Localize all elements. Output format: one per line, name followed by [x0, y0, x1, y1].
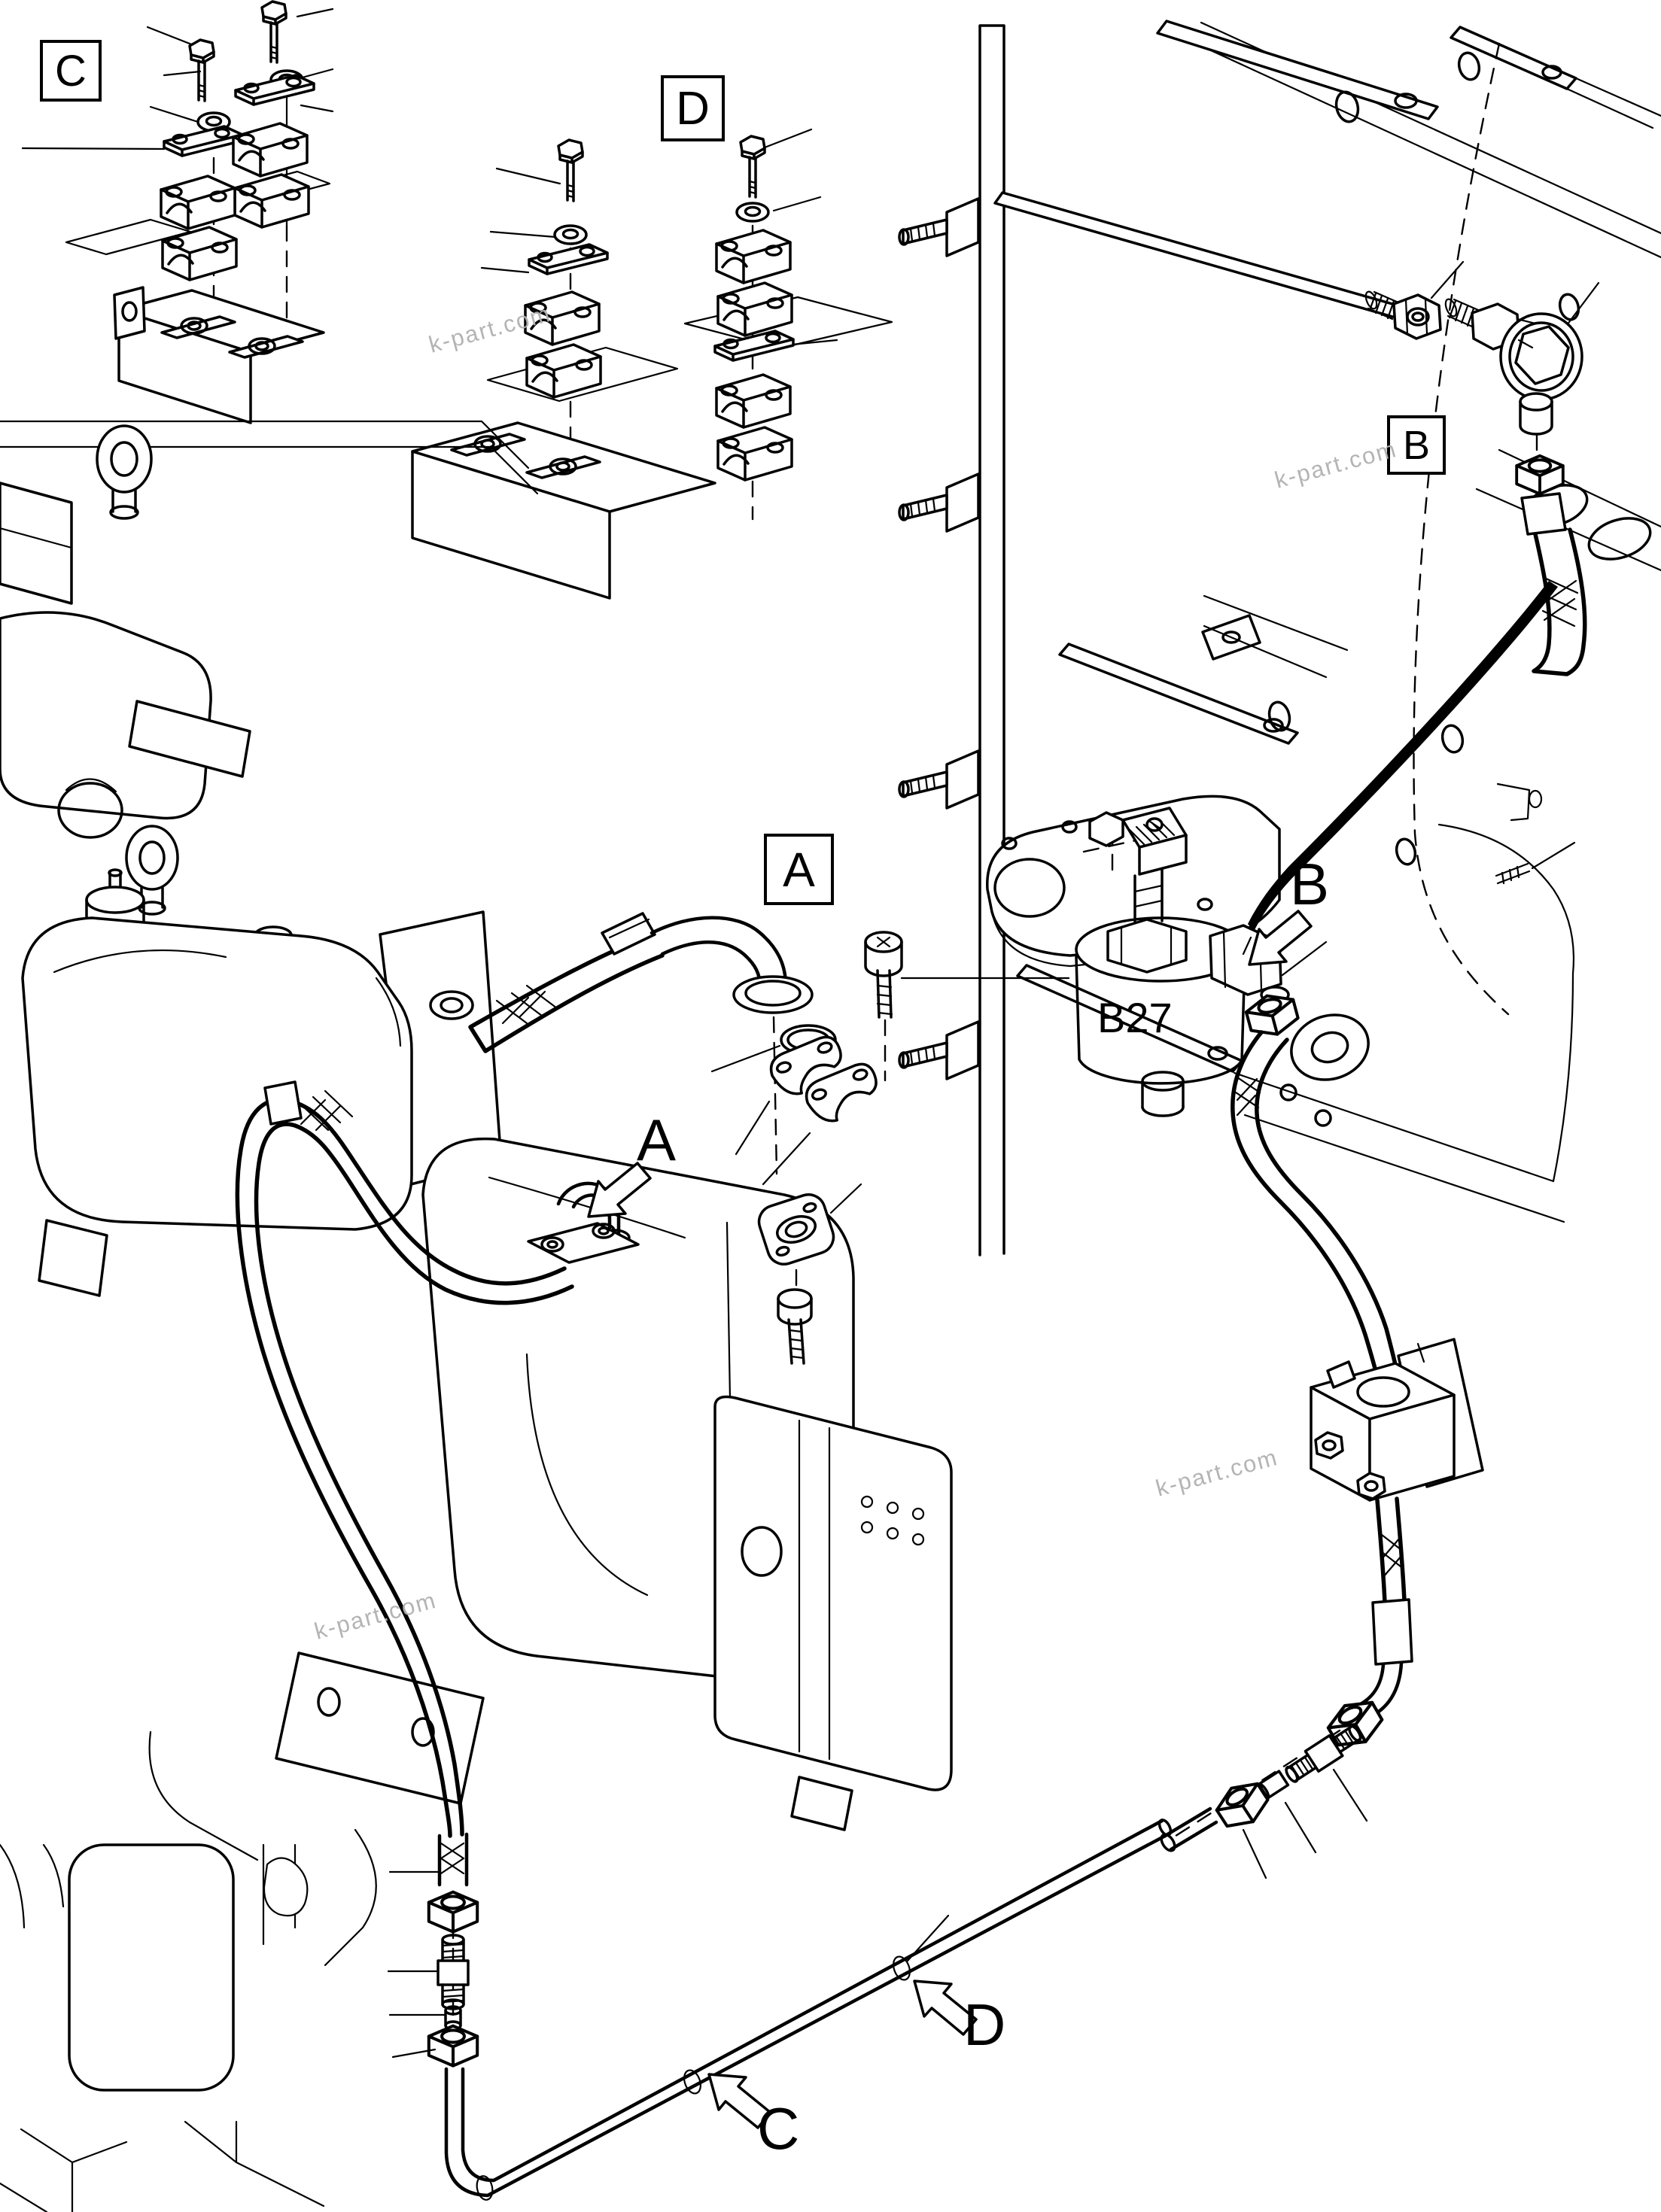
- callout-arrows: [587, 910, 1313, 2129]
- frame-stud-clamp: [898, 197, 980, 257]
- solenoid-valve: [1088, 807, 1188, 974]
- clamp-half: [716, 426, 793, 482]
- clamp-half: [160, 175, 236, 230]
- socket-head-bolt: [864, 931, 1070, 1082]
- bolt: [557, 138, 584, 202]
- detail-box-d-label: D: [676, 82, 710, 135]
- flange-adapter: [757, 1193, 835, 1266]
- part-label-b27: B27: [1097, 994, 1173, 1041]
- detail-box-b: B: [1387, 415, 1446, 475]
- washer: [735, 202, 770, 223]
- engine-lower-left: [0, 1843, 325, 2212]
- split-flange-half: [799, 1059, 886, 1129]
- clamp-half: [233, 173, 310, 229]
- clamp-bracket: [411, 421, 716, 600]
- bolt: [188, 38, 215, 102]
- frame-stud-clamp: [898, 749, 980, 810]
- callout-arrow-c: [707, 2073, 772, 2129]
- filter-b27-assembly: [986, 581, 1558, 1414]
- detail-box-c: C: [40, 40, 102, 102]
- clamp-bracket: [113, 286, 325, 424]
- threaded-adapter: [437, 1934, 470, 2010]
- clamp-half: [715, 229, 792, 284]
- pipe-nut: [429, 2026, 477, 2066]
- callout-letter-d: D: [963, 1992, 1006, 2058]
- bolt: [739, 135, 766, 199]
- plug-fitting: [1364, 290, 1442, 340]
- drain-pipe-run: [387, 1819, 1173, 2201]
- detail-box-b-label: B: [1402, 422, 1431, 468]
- socket-head-bolt: [777, 1269, 813, 1365]
- detail-box-c-label: C: [55, 46, 87, 96]
- elbow-fitting: [1444, 298, 1583, 436]
- hose-nut: [1515, 454, 1565, 496]
- clamp-half: [232, 122, 309, 178]
- clamp-cover-plate: [234, 74, 315, 106]
- callout-arrow-d: [913, 1980, 978, 2036]
- washer: [553, 224, 588, 245]
- detail-c-exploded-assembly: [21, 0, 334, 424]
- detail-box-d: D: [661, 75, 725, 141]
- callout-arrow-a: [587, 1162, 652, 1218]
- clamp-half: [715, 373, 792, 429]
- callout-letter-c: C: [757, 2095, 800, 2162]
- pipe-clamp-ring: [476, 2175, 494, 2201]
- detail-b-fitting-assembly: [1364, 260, 1600, 676]
- clamp-half: [161, 226, 238, 281]
- callout-letter-b: B: [1290, 851, 1330, 917]
- clamp-cover-plate: [528, 243, 609, 275]
- detail-box-a: A: [764, 834, 834, 905]
- pipe-clamp-ring: [683, 2069, 701, 2095]
- pipe-clamp-block: [1160, 1338, 1484, 1879]
- hose-nut: [429, 1892, 477, 1932]
- detail-d-exploded-assembly: [411, 128, 893, 600]
- detail-a-exploded-assembly: [468, 912, 1070, 1365]
- pump-assembly: [0, 420, 953, 2212]
- clamp-half: [716, 281, 793, 337]
- frame-stud-clamp: [898, 1020, 980, 1080]
- threaded-adapter: [1285, 1724, 1362, 1783]
- detail-box-a-label: A: [783, 842, 815, 897]
- callout-arrow-b: [1248, 910, 1313, 966]
- clamp-cover-plate: [713, 330, 795, 362]
- bolt: [260, 0, 287, 64]
- callout-letter-a: A: [637, 1107, 677, 1173]
- frame-stud-clamp: [898, 472, 980, 533]
- clamp-cover-plate: [163, 125, 244, 157]
- clamp-half: [525, 343, 602, 399]
- mounting-frame-panel: [898, 20, 1661, 1256]
- hose-a-run: [235, 1080, 574, 1838]
- pipe-clamp-ring: [893, 1955, 911, 1981]
